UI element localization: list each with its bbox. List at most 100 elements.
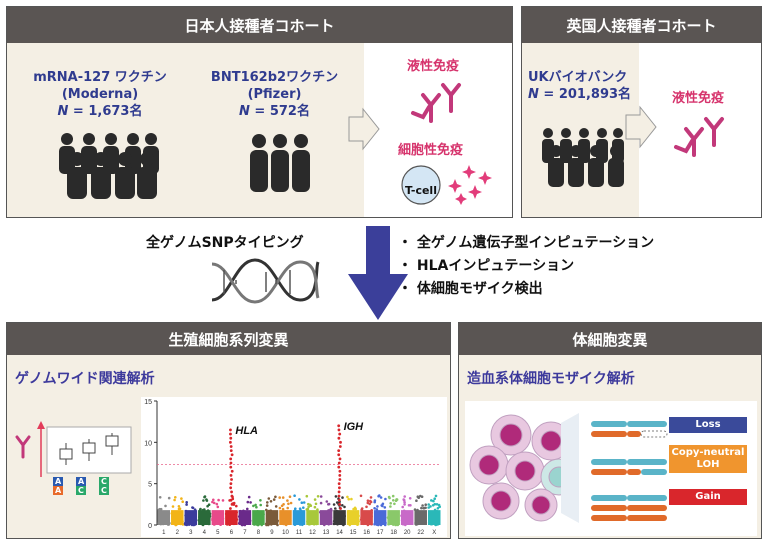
chromosome-pairs-icon [561,413,668,523]
data-point [381,502,385,506]
chromosome-density [427,510,441,525]
data-point [378,494,381,497]
peak-point [337,490,341,494]
arrow-right-icon [348,107,380,151]
chromosome-points [346,495,360,527]
data-point [381,504,384,508]
chromosome-density [360,510,373,525]
data-point [293,494,296,497]
data-point [246,500,250,504]
uk-biobank-name: UKバイオバンク [528,70,628,85]
legend-loss: Loss [669,417,747,433]
gwas-subtitle: ゲノムワイド関連解析 [15,371,155,387]
data-point [417,496,421,499]
chromosome-points [319,495,333,527]
data-point [384,497,387,501]
x-tick-label: X [432,530,436,536]
x-tick-label: 14 [336,530,343,536]
peak-point [338,502,342,506]
data-point [309,504,313,507]
genotype-boxplot-icon [15,421,132,477]
data-point [278,496,281,499]
genotype-ac-1: A [76,477,87,486]
x-tick-label: 1 [162,530,166,536]
x-tick-label: 7 [243,530,247,536]
x-tick-label: 18 [390,530,397,536]
data-point [185,501,188,504]
peak-point [229,428,232,432]
data-point [383,506,387,509]
peak-point [230,490,233,494]
data-point [379,496,383,499]
pfizer-brand: (Pfizer) [247,87,302,102]
peak-point [337,465,341,469]
data-point [211,500,214,504]
data-point [334,507,337,510]
peak-point [230,494,234,498]
peak-point [338,445,342,448]
data-point [341,504,344,507]
data-point [286,499,289,502]
moderna-n: N = 1,673名 [57,104,143,119]
data-point [305,508,309,511]
peak-point [338,478,342,481]
data-point [433,497,437,500]
somatic-title: 体細胞変異 [572,330,648,349]
peak-point [229,507,232,510]
jp-cohort-panel: 日本人接種者コホート mRNA-127 ワクチン (Moderna) N = 1… [6,6,513,218]
analysis-bullets: ・ 全ゲノム遺伝子型インピュテーション ・ HLAインピュテーション ・ 体細胞… [398,232,654,301]
data-point [375,508,379,511]
chromosome-points [359,494,373,527]
tcell-icon [401,165,492,205]
bullet-mosaic-detection: ・ 体細胞モザイク検出 [398,281,543,297]
chromosome-density [373,510,387,525]
genotype-ac-2: C [76,486,86,495]
y-tick-label: 5 [148,482,152,489]
peak-point [228,440,232,444]
chromosome-density [414,510,427,525]
peak-point [338,432,342,436]
data-point [391,494,395,498]
peak-point [229,498,233,502]
chromosome-density [171,510,184,525]
data-point [393,502,396,506]
chromosome-density [387,510,400,525]
data-point [401,505,405,509]
peak-point [229,432,232,436]
data-point [394,499,398,502]
data-point [359,494,363,498]
data-point [278,506,282,510]
x-tick-label: 3 [189,530,193,536]
data-point [319,501,323,505]
legend-cnloh: Copy-neutral LOH [669,445,747,473]
data-point [409,504,412,507]
peak-point [337,461,341,465]
data-point [202,499,205,502]
chromosome-density [319,510,333,525]
data-point [438,505,442,509]
peak-point [229,486,233,490]
data-point [199,507,202,511]
data-point [430,499,433,502]
peak-point [339,507,342,510]
peak-label: IGH [344,421,365,433]
data-point [203,495,206,499]
peak-point [338,457,342,461]
data-point [302,501,306,504]
x-tick-label: 9 [270,530,274,536]
data-point [281,507,285,511]
data-point [435,503,439,506]
x-tick-label: 13 [323,530,330,536]
data-point [369,500,373,504]
data-point [217,498,220,502]
chromosome-points [252,499,265,527]
uk-biobank-cohort: UKバイオバンク N = 201,893名 [524,69,636,103]
moderna-name: mRNA-127 ワクチン [33,70,167,85]
data-point [341,496,344,499]
uk-biobank-n: N = 201,893名 [528,87,632,102]
peak-point [337,424,341,428]
data-point [434,494,438,498]
dna-helix-icon [211,258,320,304]
data-point [392,499,395,502]
peak-point [337,436,341,440]
